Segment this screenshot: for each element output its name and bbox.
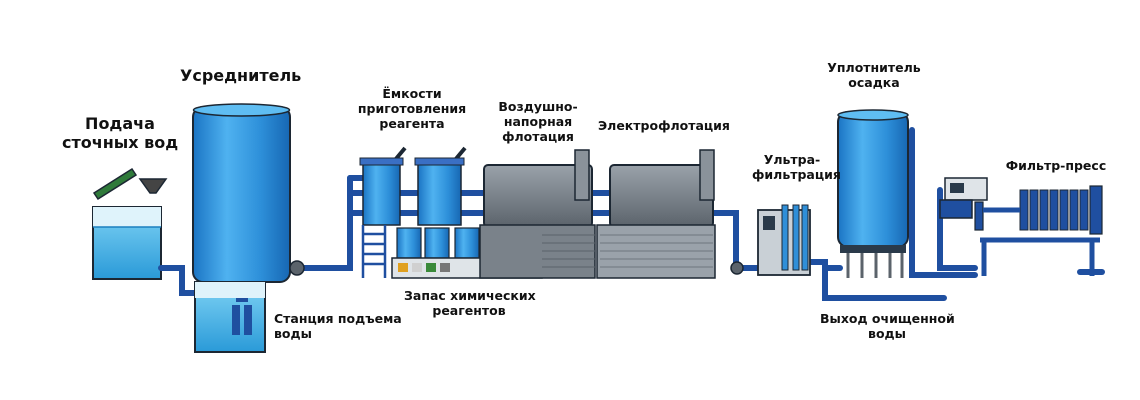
reagent-tanks-line3: реагента [379,116,445,131]
equalizer-tank [192,103,291,283]
filter-press [939,177,1103,276]
pump-station-line1: Станция подъема [274,311,402,326]
electroflotation-unit [596,149,716,279]
chem-stock-line1: Запас химических [404,288,536,303]
reagent-tanks-line2: приготовления [357,101,467,116]
feed-label-line1: Подача [85,114,155,133]
feed-tank [92,206,162,280]
pump-station-label: Станция подъема воды [274,311,404,341]
ultrafiltration-label: Ультра- фильтрация [752,152,841,182]
ultrafiltration-skid [730,204,811,276]
sludge-thickener [837,109,909,278]
ultrafiltration-line1: Ультра- [763,152,821,167]
clean-out-line1: Выход очищенной [820,311,955,326]
reagent-tanks-label: Ёмкости приготовления реагента [354,86,470,131]
filter-press-label: Фильтр-пресс [1005,158,1107,173]
equalizer-label: Усреднитель [180,66,302,85]
reagent-prep-tanks [359,146,467,226]
thickener-label: Уплотнитель осадка [826,60,922,90]
clean-out-line2: воды [868,326,906,341]
daf-line1: Воздушно- [498,99,578,114]
chem-stock-line2: реагентов [432,303,506,318]
feed-label-line2: сточных вод [62,133,179,153]
feed-label: Подача сточных вод [62,114,178,152]
thickener-line2: осадка [848,75,900,90]
clean-out-label: Выход очищенной воды [820,311,955,341]
service-stairs [361,225,387,278]
daf-label: Воздушно- напорная флотация [490,99,586,144]
transfer-pump [289,260,305,276]
daf-line2: напорная [503,114,573,129]
daf-unit [479,149,596,279]
ultrafiltration-line2: фильтрация [752,167,841,182]
electroflotation-label: Электрофлотация [598,118,730,133]
reagent-tanks-line1: Ёмкости [382,86,442,101]
pump-station-tank [194,281,266,353]
chem-stock-label: Запас химических реагентов [404,288,536,318]
daf-line3: флотация [502,129,574,144]
feed-chute [92,167,168,201]
thickener-line1: Уплотнитель [827,60,921,75]
pump-station-line2: воды [274,326,312,341]
